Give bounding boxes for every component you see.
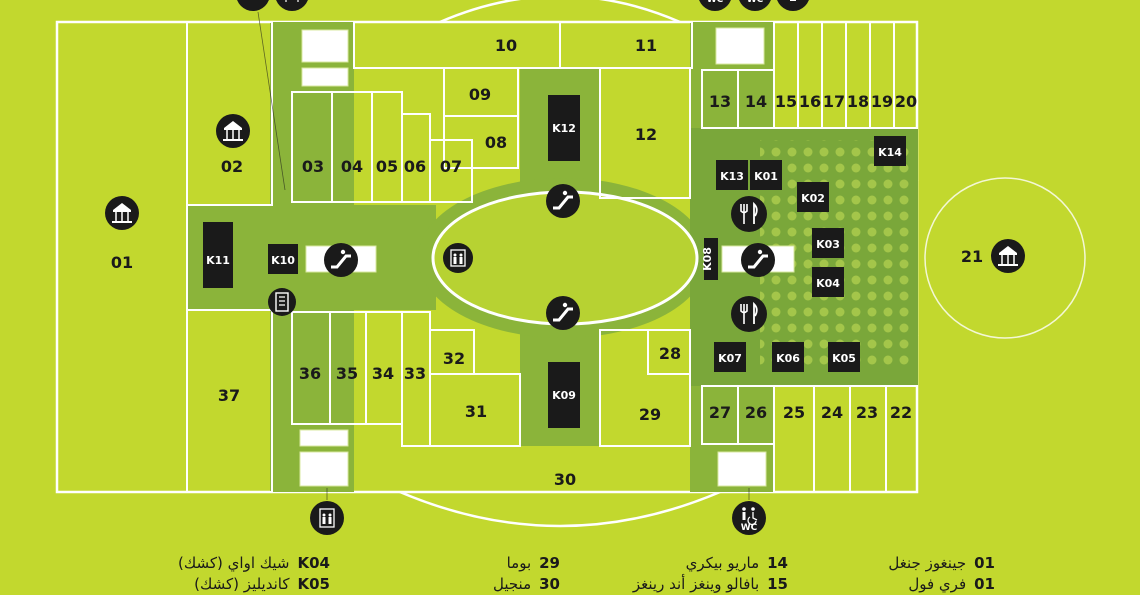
escalator-icon[interactable]: [546, 296, 580, 330]
kiosk-k14: K14: [878, 146, 902, 159]
store-17: 17: [823, 92, 845, 111]
kiosks: K12 K09 K11 K10 K08 K13 K01 K02 K03 K04 …: [203, 95, 906, 428]
store-06: 06: [404, 157, 426, 176]
store-32: 32: [443, 349, 465, 368]
store-31: 31: [465, 402, 487, 421]
store-33: 33: [404, 364, 426, 383]
store-04: 04: [341, 157, 363, 176]
store-30: 30: [554, 470, 576, 489]
legend-item: 01جينغوز جنغل: [888, 554, 995, 572]
escalator-icon[interactable]: [546, 184, 580, 218]
escalator-icon[interactable]: [324, 243, 358, 277]
legend-item: 30منجيل: [492, 575, 560, 593]
store-numbers: 01 02 03 04 05 06 07 08 09 10 11 12 13 1…: [111, 36, 983, 489]
legend-item: 14ماريو بيكري: [685, 554, 788, 572]
carousel-icon[interactable]: [216, 114, 250, 148]
store-16: 16: [799, 92, 821, 111]
legend-item: 29بوما: [506, 554, 560, 572]
restroom-icon[interactable]: [236, 0, 270, 11]
info-icon[interactable]: [776, 0, 810, 11]
legend-column-4: 01جينغوز جنغل 01فري فول: [850, 553, 995, 595]
legend-item: K05كانديليز (كشك): [194, 575, 330, 593]
legend-column-2: 29بوما 30منجيل: [440, 553, 560, 595]
kiosk-k07: K07: [718, 352, 742, 365]
store-20: 20: [895, 92, 917, 111]
kiosk-k06: K06: [776, 352, 800, 365]
kiosk-k03: K03: [816, 238, 840, 251]
store-22: 22: [890, 403, 912, 422]
stair-blocks: [299, 27, 795, 487]
store-11: 11: [635, 36, 657, 55]
store-21: 21: [961, 247, 983, 266]
kiosk-k08: K08: [701, 247, 714, 271]
store-26: 26: [745, 403, 767, 422]
wc-label: WC: [741, 523, 758, 533]
kiosk-k10: K10: [271, 254, 295, 267]
wc-label: WC: [747, 0, 764, 5]
kiosk-k13: K13: [720, 170, 744, 183]
store-13: 13: [709, 92, 731, 111]
store-23: 23: [856, 403, 878, 422]
store-09: 09: [469, 85, 491, 104]
elevator-icon[interactable]: [310, 501, 344, 535]
kiosk-k02: K02: [801, 192, 825, 205]
legend-item: K04شيك اواي (كشك): [178, 554, 330, 572]
legend-item: 01فري فول: [908, 575, 995, 593]
store-27: 27: [709, 403, 731, 422]
carousel-icon[interactable]: [991, 239, 1025, 273]
restaurant-icon[interactable]: [731, 296, 767, 332]
store-12: 12: [635, 125, 657, 144]
accessible-wc-icon[interactable]: WC: [732, 501, 766, 535]
wc-label: WC: [707, 0, 724, 5]
restroom-icon[interactable]: WC: [698, 0, 732, 11]
legend-column-1: K04شيك اواي (كشك) K05كانديليز (كشك): [178, 553, 330, 595]
store-outlines: [56, 21, 918, 493]
kiosk-k05: K05: [832, 352, 856, 365]
restroom-icon[interactable]: [275, 0, 309, 11]
store-34: 34: [372, 364, 394, 383]
store-24: 24: [821, 403, 843, 422]
store-07: 07: [440, 157, 462, 176]
restroom-icon[interactable]: WC: [738, 0, 772, 11]
store-35: 35: [336, 364, 358, 383]
store-29: 29: [639, 405, 661, 424]
store-36: 36: [299, 364, 321, 383]
store-18: 18: [847, 92, 869, 111]
store-25: 25: [783, 403, 805, 422]
store-37: 37: [218, 386, 240, 405]
escalator-icon[interactable]: [741, 243, 775, 277]
store-05: 05: [376, 157, 398, 176]
store-01: 01: [111, 253, 133, 272]
store-28: 28: [659, 344, 681, 363]
icon-leader-lines: [257, 11, 750, 500]
legend-item: 15بافالو وينغز أند رينغز: [632, 575, 788, 593]
store-14: 14: [745, 92, 767, 111]
store-21-outline: [924, 177, 1086, 339]
store-15: 15: [775, 92, 797, 111]
kiosk-k04: K04: [816, 277, 840, 290]
store-02: 02: [221, 157, 243, 176]
kiosk-k11: K11: [206, 254, 230, 267]
store-03: 03: [302, 157, 324, 176]
restaurant-icon[interactable]: [731, 196, 767, 232]
legend-column-3: 14ماريو بيكري 15بافالو وينغز أند رينغز: [620, 553, 788, 595]
kiosk-k09: K09: [552, 389, 576, 402]
store-10: 10: [495, 36, 517, 55]
kiosk-k01: K01: [754, 170, 778, 183]
vending-machine-icon[interactable]: [268, 288, 296, 316]
kiosk-k12: K12: [552, 122, 576, 135]
store-19: 19: [871, 92, 893, 111]
store-08: 08: [485, 133, 507, 152]
carousel-icon[interactable]: [105, 196, 139, 230]
elevator-icon[interactable]: [443, 243, 473, 273]
